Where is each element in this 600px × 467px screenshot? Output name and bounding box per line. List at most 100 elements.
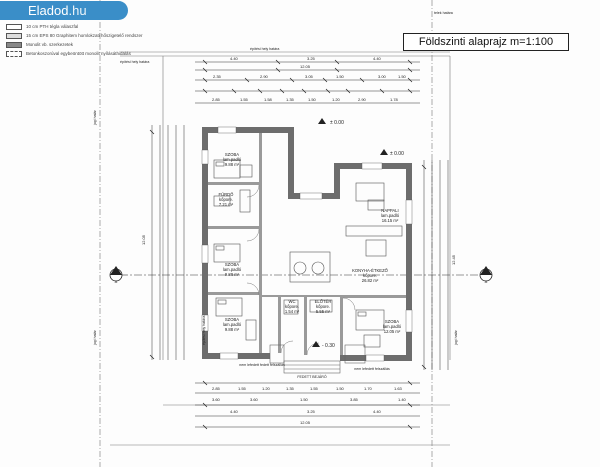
dim-top1-b: 3.25 (307, 56, 316, 61)
boundary-top2: építési hely határa (120, 60, 149, 64)
dim-top3-c: 1.58 (264, 97, 273, 102)
room-1-name: SZOBA (225, 152, 239, 157)
dim-bot3-b: 3.25 (307, 409, 316, 414)
legend: 10 cm PTH tégla válaszfal 15 cm EPS 80 G… (6, 24, 156, 60)
dim-top-total: 12.05 (300, 64, 311, 69)
section-letter-right: A (485, 279, 488, 284)
legend-item: 15 cm EPS 80 Graphitem homlokzati hőszig… (6, 33, 156, 39)
entrance-terrace (269, 344, 366, 374)
legend-swatch (6, 33, 22, 39)
legend-item: Betonkoszorúval egybeöntött monolit nyíl… (6, 51, 156, 57)
watermark-tld: .hu (68, 3, 87, 18)
room-5-name: WC (289, 299, 296, 304)
dim-bot1-b: 1.55 (238, 386, 247, 391)
level-right: ± 0.00 (390, 151, 404, 157)
dim-bot1-h: 1.63 (394, 386, 403, 391)
dim-top2-e: 3.00 (378, 74, 387, 79)
dim-bot1-d: 1.35 (286, 386, 295, 391)
room-4-name: SZOBA (225, 317, 239, 322)
room-labels: SZOBA lam.padló 9.88 m² FÜRDŐ kőpore. 7.… (219, 152, 402, 334)
room-5-area: 1.54 m² (285, 309, 300, 314)
dim-top3-b: 1.55 (240, 97, 249, 102)
room-3-area: 9.88 m² (225, 272, 240, 277)
boundary-bottom: jogi határ (93, 329, 97, 346)
dim-bot2-c: 1.50 (300, 397, 309, 402)
room-3-floor: lam.padló (223, 267, 242, 272)
room-9-name: SZOBA (385, 319, 399, 324)
dimension-lines-top (195, 61, 420, 104)
dim-bot1-g: 1.70 (364, 386, 373, 391)
room-3-name: SZOBA (225, 262, 239, 267)
dim-top3-d: 1.35 (286, 97, 295, 102)
windows (201, 126, 413, 362)
room-4-floor: lam.padló (223, 322, 242, 327)
section-mark-left (109, 266, 123, 282)
level-marker-main (318, 118, 326, 124)
dim-bot2-d: 3.85 (350, 397, 359, 402)
boundary-label-group: építési hely határa építési hely határa … (93, 11, 458, 346)
dim-top2-d: 1.50 (336, 74, 345, 79)
interior-walls (208, 133, 406, 355)
room-4-area: 9.88 m² (225, 327, 240, 332)
dimension-lines-sides (151, 125, 449, 370)
room-9-area: 12.05 m² (384, 329, 401, 334)
dim-right-total: 12.45 (451, 254, 456, 265)
legend-text: Monolit vb. szerkezetek (26, 42, 74, 47)
level-marker-bottom (312, 341, 320, 347)
dim-bot-total: 12.05 (300, 420, 311, 425)
dim-bot3-c: 4.40 (373, 409, 382, 414)
section-letters: A A (115, 279, 488, 284)
watermark-brand: Eladod (28, 3, 69, 18)
level-main: ± 0.00 (330, 120, 344, 126)
dim-bot2-b: 3.60 (250, 397, 259, 402)
room-7-name: KONYHA-ÉTKEZŐ (352, 268, 389, 273)
dim-top2-b: 2.90 (260, 74, 269, 79)
dim-bot1-e: 1.55 (310, 386, 319, 391)
legend-swatch (6, 42, 22, 48)
drawing-title: Földszinti alaprajz m=1:100 (403, 33, 569, 51)
legend-swatch (6, 24, 22, 30)
boundary-top: építési hely határa (250, 47, 279, 51)
legend-text: 10 cm PTH tégla válaszfal (26, 24, 79, 29)
boundary-left2: jogi határ (93, 109, 97, 126)
dim-left-total: 12.05 (141, 234, 146, 245)
room-7-area: 26.82 m² (362, 278, 379, 283)
dim-bot1-a: 2.85 (212, 386, 221, 391)
boundary-left: építési hely határa (202, 316, 206, 345)
legend-swatch (6, 51, 22, 57)
dim-bot2-e: 1.40 (398, 397, 407, 402)
room-8-area: 16.15 m² (382, 218, 399, 223)
dim-top2-c: 3.05 (305, 74, 314, 79)
dim-bot1-f: 1.50 (336, 386, 345, 391)
legend-text: 15 cm EPS 80 Graphitem homlokzati hőszig… (26, 33, 143, 38)
room-8-floor: lam.padló (381, 213, 400, 218)
dim-bot1-c: 1.20 (262, 386, 271, 391)
room-2-area: 7.21 m² (219, 202, 234, 207)
room-2-floor: kőpore. (219, 197, 233, 202)
dim-top3-h: 1.78 (390, 97, 399, 102)
note-bottom-a: nem lefedett fedett felszállás (239, 363, 285, 367)
dim-top2-f: 1.50 (398, 74, 407, 79)
room-2-name: FÜRDŐ (219, 192, 235, 197)
room-5-floor: kőpore. (285, 304, 299, 309)
note-bottom-c: nem lefedett felszállás (354, 367, 390, 371)
boundary-right: jogi határ (454, 329, 458, 346)
room-1-area: 9.88 m² (225, 162, 240, 167)
watermark-badge: Eladod.hu (0, 1, 128, 20)
section-mark-right (479, 266, 493, 282)
dim-bot2-a: 3.60 (212, 397, 221, 402)
legend-item: Monolit vb. szerkezetek (6, 42, 156, 48)
dim-top3-e: 1.50 (308, 97, 317, 102)
dim-top1-a: 4.40 (230, 56, 239, 61)
room-7-floor: kőpore. (363, 273, 377, 278)
dim-top1-c: 4.40 (373, 56, 382, 61)
room-6-area: 5.55 m² (316, 309, 331, 314)
dim-top3-g: 2.90 (358, 97, 367, 102)
note-bottom-b: FEDETT BEJÁRÓ (297, 374, 326, 379)
room-8-name: NAPPALI (381, 208, 398, 213)
furniture (213, 159, 403, 348)
legend-item: 10 cm PTH tégla válaszfal (6, 24, 156, 30)
room-1-floor: lam.padló (223, 157, 242, 162)
